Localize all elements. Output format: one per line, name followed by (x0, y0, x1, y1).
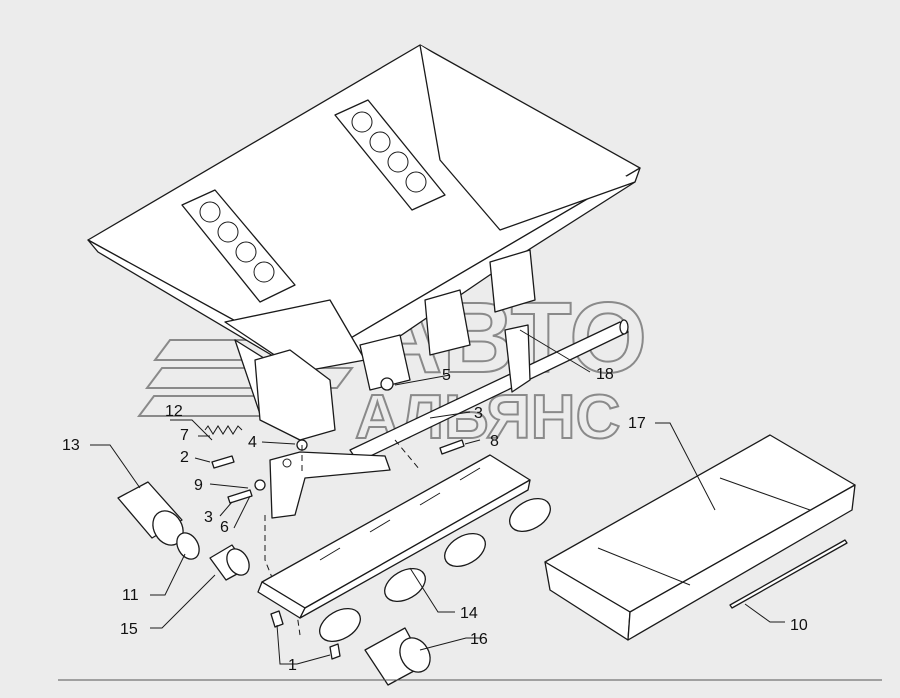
collection-tray (544, 434, 856, 641)
assembly-line-3 (264, 515, 276, 586)
hopper-outlet-box-1 (359, 334, 411, 391)
callout-9: 9 (194, 477, 203, 494)
rod-10 (729, 539, 848, 609)
bolt-2 (211, 455, 235, 469)
hopper-plate-left (181, 189, 296, 303)
callout-7: 7 (180, 427, 189, 444)
lever-bracket (269, 451, 391, 519)
callout-10: 10 (790, 617, 808, 634)
washer-5 (380, 377, 394, 391)
callout-14: 14 (460, 605, 478, 622)
bolt-3 (227, 479, 266, 504)
hopper-outlet-box-2 (424, 289, 471, 356)
callout-2: 2 (180, 449, 189, 466)
callout-13: 13 (62, 437, 80, 454)
control-shaft (349, 319, 629, 463)
callout-18: 18 (596, 366, 614, 383)
callout-12: 12 (165, 403, 183, 420)
callout-6: 6 (220, 519, 229, 536)
hopper-side-bracket (254, 349, 336, 441)
hose-13 (117, 481, 184, 546)
callout-labels: 1 2 3 3 4 5 6 7 8 9 10 11 12 13 14 15 16… (62, 366, 808, 674)
stud-1 (270, 610, 341, 660)
bolt-8 (439, 439, 465, 455)
callout-3b: 3 (204, 509, 213, 526)
sleeve-15 (209, 544, 250, 581)
callout-5: 5 (442, 367, 451, 384)
leader-lines (90, 329, 785, 665)
callout-17: 17 (628, 415, 646, 432)
callout-16: 16 (470, 631, 488, 648)
callout-11: 11 (122, 587, 139, 604)
tube-16 (364, 627, 431, 686)
callout-3a: 3 (474, 405, 483, 422)
distributor-housing (257, 454, 551, 643)
spring (204, 425, 243, 435)
callout-15: 15 (120, 621, 138, 638)
hopper-plate-right (334, 99, 446, 211)
hopper (87, 44, 641, 441)
callout-8: 8 (490, 433, 499, 450)
callout-4: 4 (248, 434, 257, 451)
hopper-outlet-box-3 (489, 249, 536, 313)
callout-1: 1 (288, 657, 297, 674)
clamp-11 (176, 532, 200, 560)
assembly-line-2 (394, 439, 421, 471)
